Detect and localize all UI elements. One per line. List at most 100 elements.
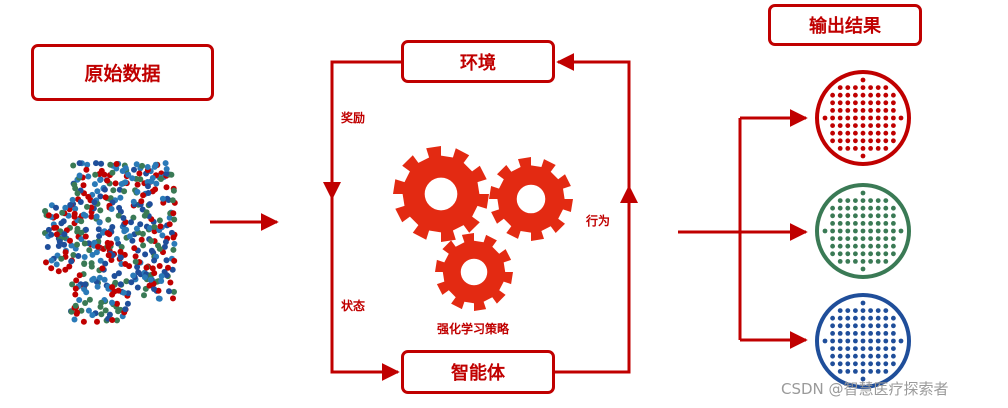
gear-large-icon-hole: [424, 177, 458, 211]
output-dot: [830, 138, 835, 144]
raw-data-dot: [159, 232, 166, 239]
raw-data-dot: [149, 265, 156, 272]
raw-data-dot: [156, 263, 163, 269]
raw-data-dot: [76, 272, 83, 279]
raw-data-dot: [122, 165, 129, 172]
output-dot: [837, 323, 843, 329]
output-dot: [891, 361, 896, 367]
raw-data-dot: [97, 303, 104, 310]
raw-data-dot: [101, 186, 108, 193]
raw-data-dot: [81, 286, 88, 293]
raw-data-dot: [109, 284, 116, 291]
raw-data-dot: [108, 257, 115, 263]
raw-data-dot: [88, 260, 95, 267]
raw-data-dot: [109, 291, 116, 298]
output-dot: [875, 323, 881, 329]
output-dot: [875, 115, 881, 121]
raw-data-dot: [114, 317, 120, 324]
raw-data-dot: [139, 230, 146, 237]
output-dot: [868, 130, 873, 136]
raw-data-dot: [151, 228, 158, 235]
raw-data-dot: [131, 245, 138, 252]
output-dot: [845, 236, 851, 242]
raw-data-dot: [125, 171, 132, 178]
raw-data-dot: [90, 275, 97, 282]
raw-data-dot: [133, 161, 140, 168]
output-dot: [868, 236, 873, 242]
output-dot: [860, 130, 866, 136]
raw-data-dot: [72, 302, 79, 309]
output-dot: [883, 198, 889, 204]
raw-data-dot: [76, 172, 83, 179]
output-dot: [830, 213, 835, 219]
output-dot: [845, 338, 851, 344]
output-dot: [860, 205, 866, 211]
raw-data-dot: [166, 214, 173, 221]
output-dot: [883, 308, 889, 313]
output-dot: [853, 236, 858, 242]
raw-data-dot: [62, 266, 69, 273]
raw-data-dot: [123, 278, 130, 285]
output-dot: [875, 146, 881, 151]
output-dot: [883, 213, 889, 219]
raw-data-dot: [55, 268, 62, 275]
raw-data-dot: [117, 248, 124, 255]
raw-data-dot: [110, 187, 117, 194]
output-dot: [875, 236, 881, 242]
raw-data-dot: [147, 276, 154, 283]
output-dot: [845, 213, 851, 219]
output-dot: [875, 315, 881, 321]
agent-box: 智能体: [401, 350, 555, 394]
output-dot: [883, 353, 889, 359]
raw-data-dot: [67, 202, 74, 208]
output-label: 输出结果: [809, 16, 881, 37]
raw-data-dot: [143, 209, 150, 216]
output-dot: [891, 346, 896, 351]
output-dot: [853, 213, 858, 219]
output-dot: [868, 123, 873, 128]
raw-data-dot: [151, 224, 158, 230]
raw-data-dot: [76, 297, 83, 303]
raw-data-dot: [171, 257, 178, 264]
raw-data-dot: [126, 233, 133, 240]
raw-data-dot: [84, 203, 90, 210]
output-dot: [860, 92, 866, 98]
output-dot: [853, 146, 858, 151]
output-dot: [837, 205, 843, 211]
output-dot: [883, 331, 889, 336]
raw-data-dot: [129, 175, 136, 182]
output-dot: [875, 338, 881, 344]
raw-data-dot: [151, 257, 158, 264]
raw-data-dot: [143, 264, 150, 271]
output-dot: [883, 251, 889, 257]
output-dot: [868, 346, 873, 351]
output-dot: [883, 85, 889, 90]
raw-data-dot: [53, 231, 60, 238]
raw-data-dot: [158, 273, 165, 280]
raw-data-dot: [141, 292, 147, 299]
output-dot: [875, 100, 881, 106]
raw-data-dot: [145, 190, 152, 196]
output-dot: [868, 243, 873, 249]
raw-data-dot: [109, 224, 116, 230]
output-dot: [860, 376, 866, 382]
raw-data-dot: [101, 276, 108, 283]
raw-data-dot: [146, 201, 153, 208]
raw-data-dot: [97, 193, 104, 200]
raw-data-dot: [93, 160, 99, 167]
output-dot: [853, 123, 858, 128]
raw-data-dot: [72, 205, 79, 212]
raw-data-dot: [109, 317, 116, 323]
action-arrowhead: [620, 185, 638, 203]
raw-data-dot: [144, 164, 151, 170]
output-dot: [837, 251, 843, 257]
output-dot: [853, 369, 858, 374]
output-dot: [837, 228, 843, 234]
output-dot: [868, 100, 873, 106]
output-dot: [860, 115, 866, 121]
output-dot: [891, 243, 896, 249]
raw-data-dot: [48, 257, 55, 264]
output-dot: [868, 213, 873, 219]
loop-right-path: [555, 53, 631, 374]
raw-data-dot: [163, 170, 170, 177]
